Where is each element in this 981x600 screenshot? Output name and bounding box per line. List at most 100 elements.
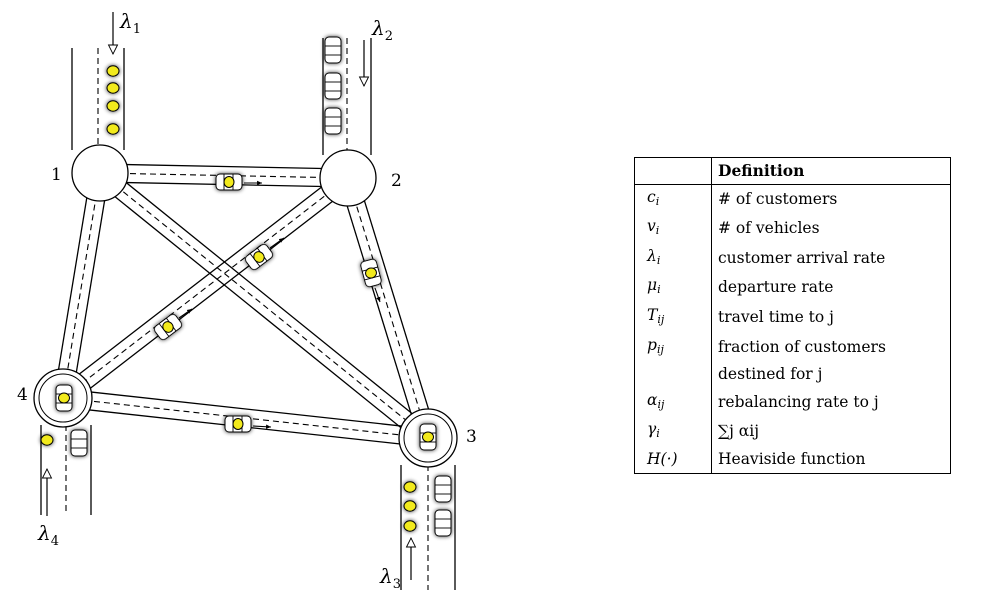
symbol-subscript: ij bbox=[657, 312, 665, 326]
road-4-1-edge-a bbox=[71, 174, 110, 400]
table-row: pij fraction of customers bbox=[634, 332, 951, 363]
row-definition: # of customers bbox=[718, 189, 838, 208]
waiting-customer bbox=[106, 65, 120, 77]
idle-vehicle bbox=[324, 36, 342, 64]
entities-layer bbox=[40, 12, 452, 580]
lambda-symbol: λ bbox=[119, 9, 133, 33]
station-node-2 bbox=[319, 149, 377, 207]
road-4-1-edge-b bbox=[53, 171, 92, 397]
waiting-customer bbox=[106, 123, 120, 135]
roads-layer bbox=[40, 38, 456, 590]
road-2-4-lane bbox=[62, 177, 349, 399]
row-definition: departure rate bbox=[718, 278, 834, 297]
symbol-main: v bbox=[647, 217, 656, 236]
arrival-rate-label: λ4 bbox=[37, 521, 59, 549]
table-row: destined for j bbox=[634, 362, 951, 388]
row-symbol: αij bbox=[634, 387, 712, 418]
station-vehicle bbox=[55, 384, 73, 412]
waiting-customer bbox=[403, 520, 417, 532]
row-symbol: γi bbox=[634, 417, 712, 447]
idle-vehicle bbox=[434, 475, 452, 503]
lambda-symbol: λ bbox=[37, 521, 51, 545]
row-definition: # of vehicles bbox=[718, 219, 820, 238]
symbol-subscript: i bbox=[655, 194, 660, 208]
travel-arrow bbox=[178, 308, 193, 319]
symbol-subscript: ij bbox=[656, 342, 664, 356]
travel-arrow bbox=[269, 237, 285, 249]
vehicle-body bbox=[324, 72, 342, 100]
arrival-rate-label: λ2 bbox=[371, 16, 393, 44]
idle-vehicle bbox=[70, 429, 88, 457]
row-symbol: ci bbox=[634, 184, 712, 215]
vehicle-body bbox=[434, 509, 452, 537]
moving-vehicle bbox=[224, 415, 252, 433]
table-row: λi customer arrival rate bbox=[634, 243, 951, 274]
table-row: μi departure rate bbox=[634, 273, 951, 303]
road-2-3-lane bbox=[347, 177, 429, 439]
table-row: H(·)Heaviside function bbox=[634, 446, 951, 474]
header-symbol bbox=[634, 157, 712, 185]
road-2-3-edge-a bbox=[338, 180, 421, 441]
row-definition: ∑j αij bbox=[718, 422, 760, 441]
passenger-dot bbox=[162, 321, 174, 333]
table-row: Tij travel time to j bbox=[634, 302, 951, 333]
idle-vehicle bbox=[324, 107, 342, 135]
symbol-subscript: ij bbox=[657, 397, 665, 411]
waiting-customer bbox=[40, 434, 54, 446]
row-symbol: Tij bbox=[634, 302, 712, 333]
moving-vehicle bbox=[215, 173, 243, 191]
passenger-dot bbox=[253, 251, 265, 263]
table-header-row: Definition bbox=[634, 157, 951, 185]
road-4-1-lane bbox=[62, 172, 101, 399]
travel-arrow bbox=[252, 424, 272, 429]
row-definition: fraction of customers bbox=[718, 337, 886, 356]
waiting-customer bbox=[106, 100, 120, 112]
vehicle-body bbox=[434, 475, 452, 503]
symbol-subscript: i bbox=[656, 427, 660, 441]
symbol-main: μ bbox=[647, 276, 658, 295]
table-row: ci # of customers bbox=[634, 184, 951, 215]
road-1-3-edge-a bbox=[93, 179, 423, 446]
arrival-rate-label: λ3 bbox=[379, 564, 401, 592]
symbol-subscript: i bbox=[657, 283, 661, 297]
row-definition: Heaviside function bbox=[718, 449, 866, 468]
idle-vehicle bbox=[324, 72, 342, 100]
arrival-rate-label: λ1 bbox=[119, 9, 141, 37]
table-row: vi # of vehicles bbox=[634, 214, 951, 244]
passenger-dot bbox=[232, 418, 244, 430]
row-symbol: μi bbox=[634, 273, 712, 303]
road-1-2-edge-b bbox=[100, 163, 349, 170]
station-vehicle bbox=[419, 423, 437, 451]
road-1-3-edge-b bbox=[105, 165, 435, 432]
waiting-customer bbox=[106, 82, 120, 94]
waiting-customer bbox=[403, 481, 417, 493]
row-symbol: pij bbox=[634, 332, 712, 363]
passenger-dot bbox=[58, 392, 70, 404]
lambda-symbol: λ bbox=[379, 564, 393, 588]
row-definition: destined for j bbox=[718, 365, 823, 384]
symbol-main: p bbox=[647, 335, 657, 354]
station-node-3-inner bbox=[403, 413, 453, 463]
station-node-1 bbox=[71, 144, 129, 202]
road-2-4-edge-b bbox=[68, 184, 354, 406]
vehicle-body bbox=[324, 36, 342, 64]
node-label-3: 3 bbox=[466, 427, 477, 447]
moving-vehicle bbox=[244, 243, 274, 271]
row-definition: customer arrival rate bbox=[718, 248, 886, 267]
moving-vehicle bbox=[360, 258, 382, 288]
symbol-subscript: i bbox=[655, 224, 660, 238]
node-label-4: 4 bbox=[17, 385, 28, 405]
row-symbol bbox=[634, 362, 712, 388]
passenger-dot bbox=[422, 431, 434, 443]
symbol-main: λ bbox=[647, 246, 657, 265]
road-3-4-edge-a bbox=[63, 388, 430, 430]
travel-arrow bbox=[374, 287, 381, 303]
row-symbol: λi bbox=[634, 243, 712, 274]
lambda-subscript: 4 bbox=[51, 534, 59, 549]
symbol-main: T bbox=[647, 305, 658, 324]
row-definition: travel time to j bbox=[718, 307, 834, 326]
